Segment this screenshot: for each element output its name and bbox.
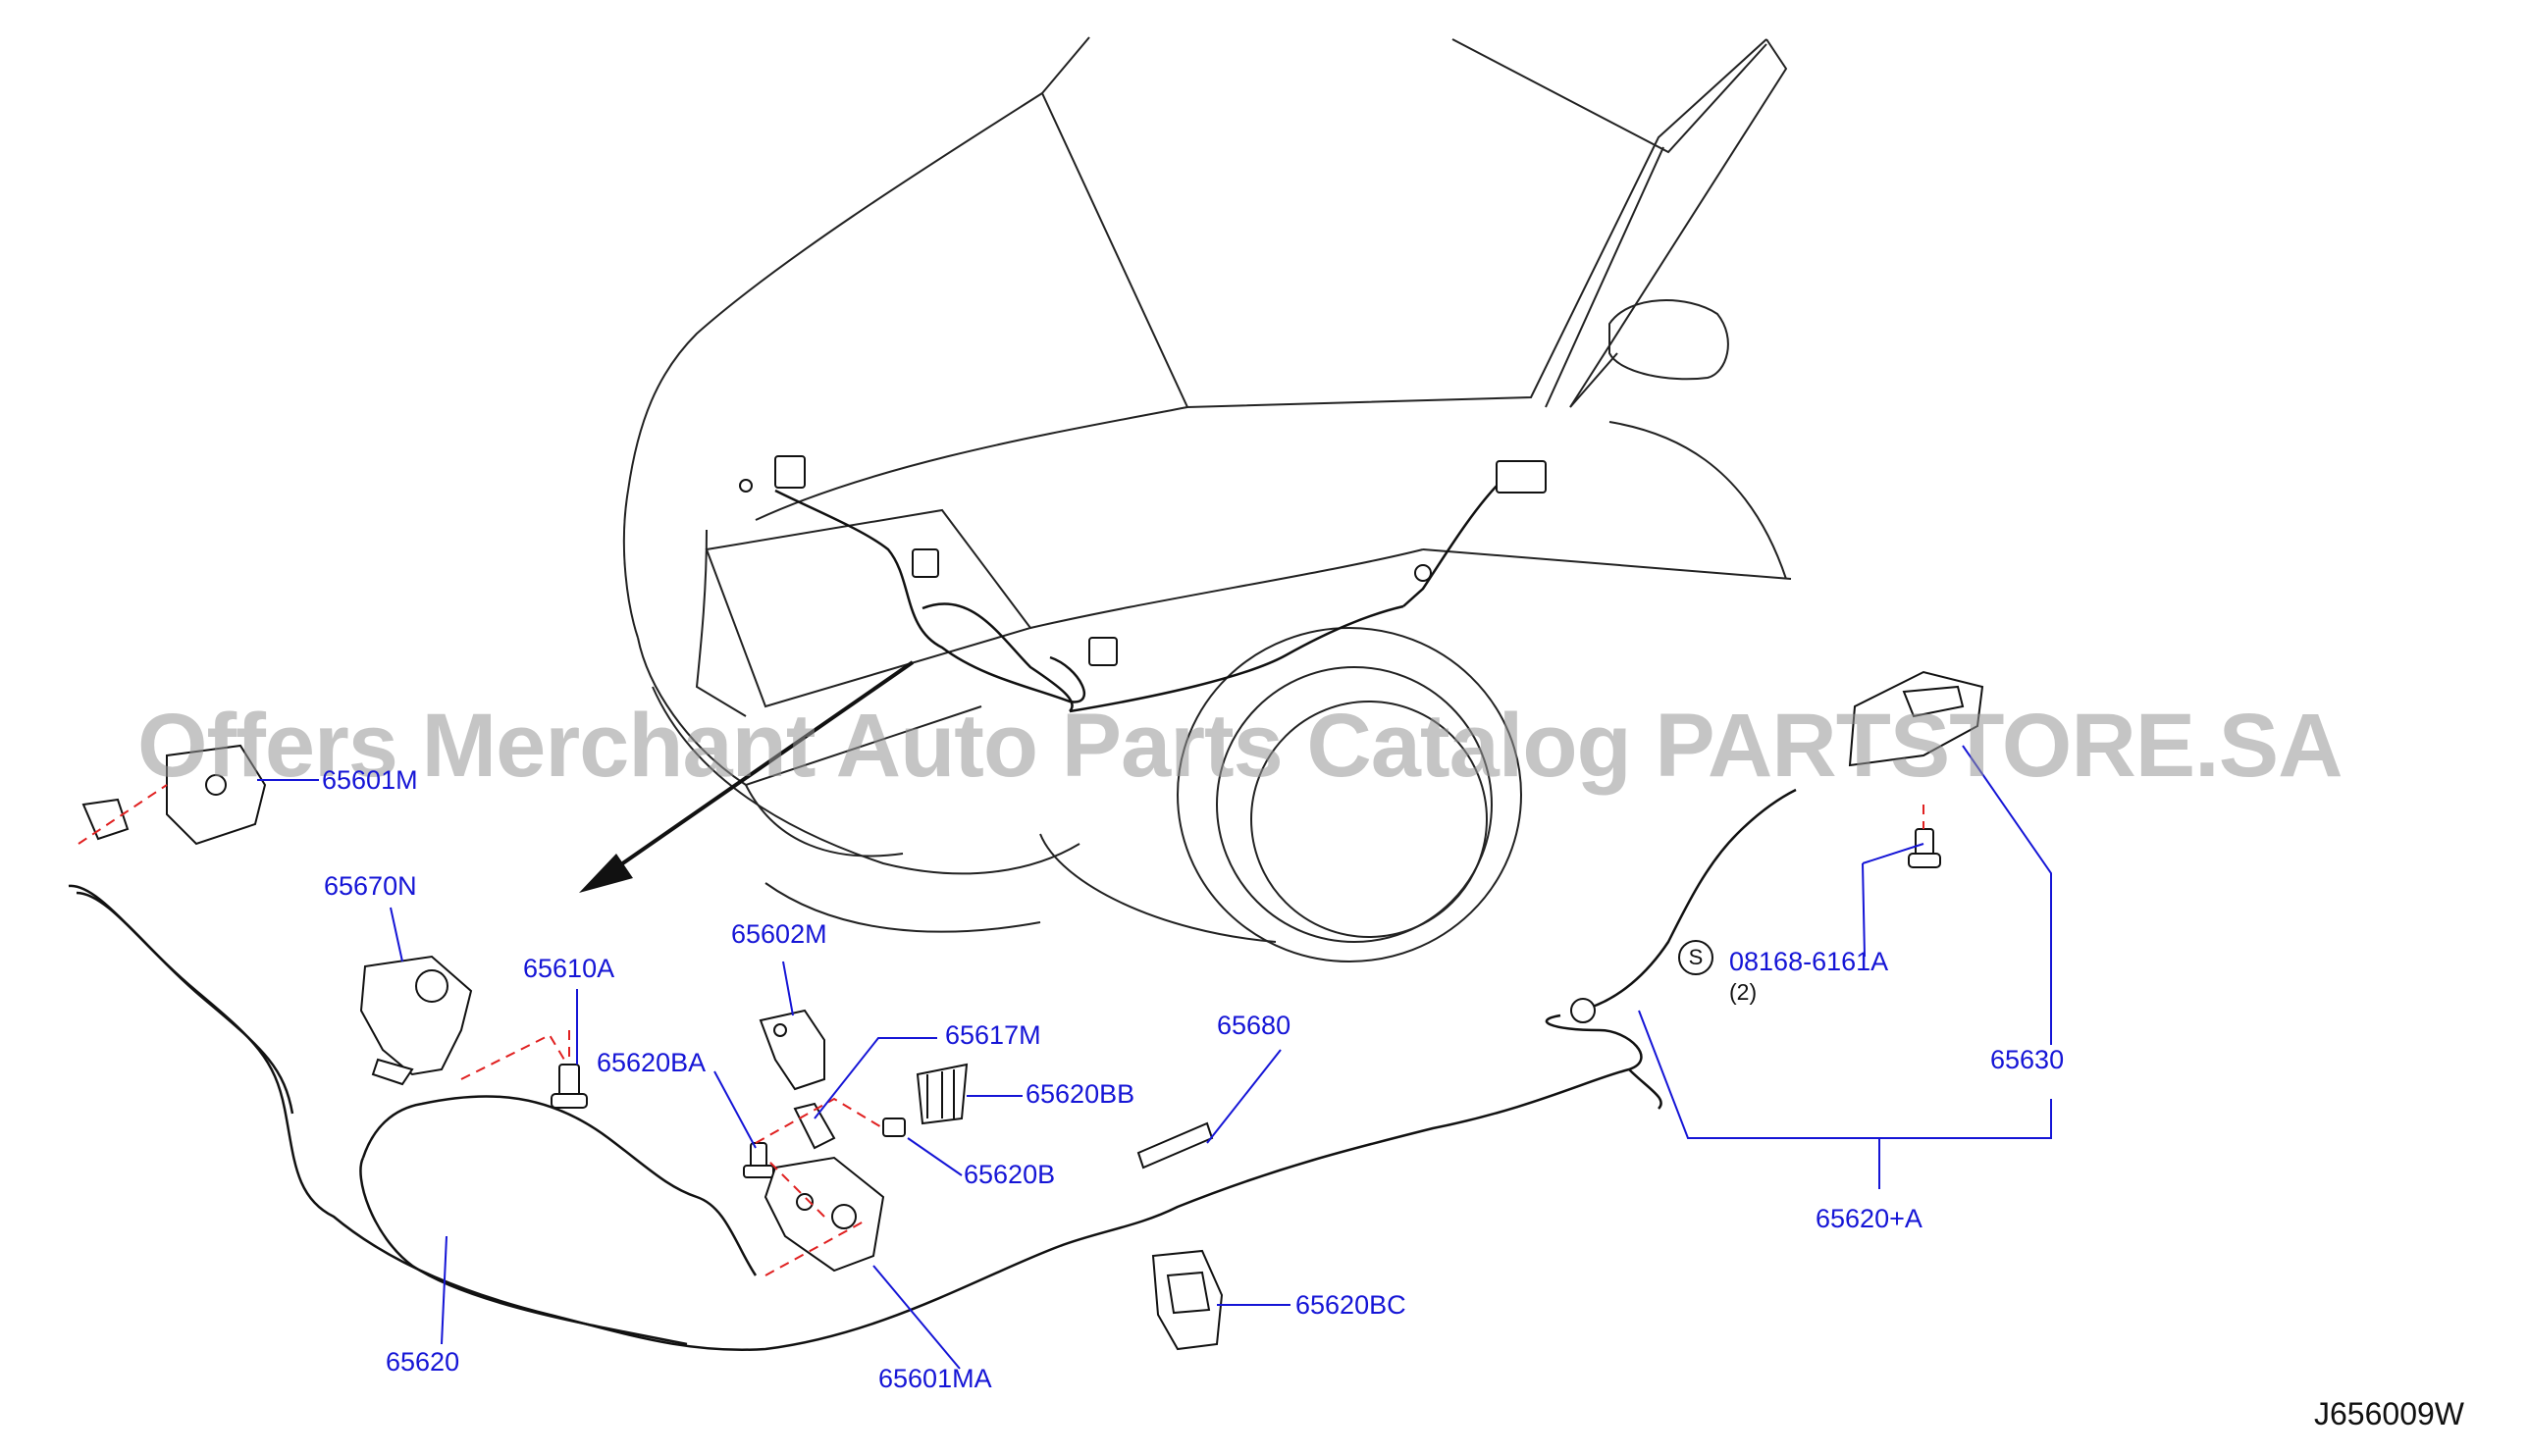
callout-65620bc[interactable]: 65620BC bbox=[1295, 1290, 1406, 1320]
callout-65620ba[interactable]: 65620BA bbox=[597, 1048, 707, 1077]
quantity-note: (2) bbox=[1729, 979, 1758, 1005]
part-65601m-lock bbox=[81, 744, 267, 846]
part-65630-lever bbox=[1848, 670, 1984, 767]
part-65620bc-bracket bbox=[1151, 1249, 1224, 1351]
part-65620bb-clip bbox=[916, 1063, 969, 1125]
assembly-guides bbox=[78, 784, 1924, 1276]
part-65620ba-clip bbox=[743, 1142, 774, 1178]
callout-65610a[interactable]: 65610A bbox=[523, 954, 615, 983]
cable-routing-on-vehicle bbox=[774, 459, 1532, 713]
callout-65620b[interactable]: 65620B bbox=[964, 1160, 1056, 1189]
part-65610a-bolt bbox=[551, 1064, 588, 1109]
hood-release-cable bbox=[68, 788, 1797, 1352]
s-marker: S bbox=[1678, 940, 1713, 975]
callout-08168-6161a[interactable]: 08168-6161A bbox=[1729, 947, 1889, 976]
part-65620b-clip bbox=[882, 1118, 906, 1137]
part-65670n-actuator bbox=[359, 955, 473, 1086]
callout-65602m[interactable]: 65602M bbox=[731, 919, 827, 949]
callout-65630[interactable]: 65630 bbox=[1990, 1045, 2065, 1074]
part-grommet bbox=[1570, 998, 1596, 1023]
part-65602m-bracket bbox=[759, 1009, 825, 1091]
watermark: Offers Merchant Auto Parts Catalog PARTS… bbox=[137, 696, 2344, 796]
direction-arrow bbox=[579, 660, 915, 893]
callout-65601m[interactable]: 65601M bbox=[322, 765, 418, 795]
callout-65680[interactable]: 65680 bbox=[1217, 1011, 1291, 1040]
part-65680-handle bbox=[1136, 1121, 1214, 1170]
vehicle-outline bbox=[622, 36, 1792, 962]
callout-65670n[interactable]: 65670N bbox=[324, 871, 417, 901]
callout-65620-a[interactable]: 65620+A bbox=[1816, 1204, 1922, 1233]
callout-65620[interactable]: 65620 bbox=[386, 1347, 460, 1377]
parts-on-vehicle bbox=[739, 455, 1547, 666]
callout-65617m[interactable]: 65617M bbox=[945, 1020, 1041, 1050]
callout-65620bb[interactable]: 65620BB bbox=[1026, 1079, 1135, 1109]
callout-65601ma[interactable]: 65601MA bbox=[878, 1364, 992, 1393]
callout-leaders bbox=[257, 745, 2052, 1370]
figure-reference: J656009W bbox=[2314, 1396, 2464, 1431]
part-08168-bolt bbox=[1908, 828, 1941, 868]
